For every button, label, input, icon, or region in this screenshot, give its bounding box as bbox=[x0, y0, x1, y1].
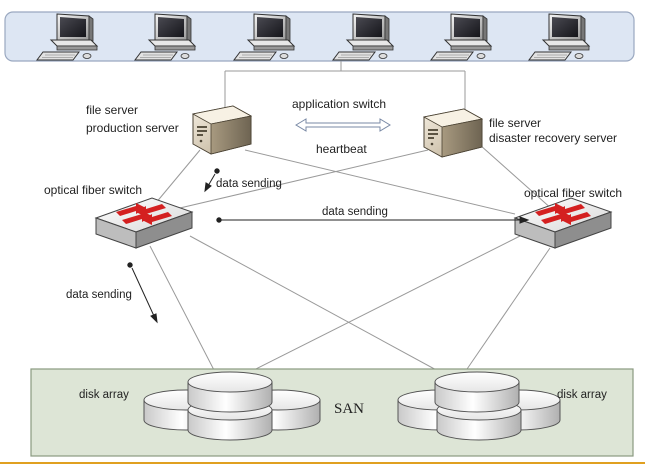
data-sending-middle-arrowhead bbox=[519, 216, 530, 224]
right-switch-to-left-disks bbox=[249, 235, 521, 373]
data-sending-left-origin bbox=[127, 262, 133, 268]
data-sending-middle-label: data sending bbox=[322, 206, 388, 218]
data-sending-middle-origin bbox=[216, 217, 222, 223]
disk-icon bbox=[434, 371, 520, 413]
dr-server-label-line2: disaster recovery server bbox=[489, 131, 618, 145]
disk-array-right-label: disk array bbox=[557, 389, 607, 401]
right-fiber-switch-icon bbox=[514, 197, 612, 249]
data-sending-top-arrowhead bbox=[204, 182, 212, 193]
right-switch-label: optical fiber switch bbox=[524, 186, 623, 200]
left-fiber-switch-icon bbox=[95, 197, 193, 249]
network-links bbox=[149, 61, 554, 373]
production-server-label-line1: file server bbox=[86, 103, 139, 117]
san-label: SAN bbox=[334, 401, 365, 417]
left-switch-label: optical fiber switch bbox=[44, 183, 143, 197]
production-server-icon bbox=[192, 105, 252, 155]
data-sending-top-origin bbox=[214, 168, 220, 174]
production-server-label-line2: production server bbox=[86, 121, 179, 135]
dr-server-icon bbox=[423, 108, 483, 158]
data-sending-left-label: data sending bbox=[66, 289, 132, 301]
right-switch-to-right-disks bbox=[464, 247, 551, 373]
left-switch-to-right-disks bbox=[189, 235, 441, 373]
application-switch-label: application switch bbox=[292, 97, 387, 111]
data-sending-top-label: data sending bbox=[216, 178, 282, 190]
heartbeat-label: heartbeat bbox=[316, 142, 367, 156]
disk-icon bbox=[187, 371, 273, 413]
data-sending-left-arrow bbox=[131, 267, 155, 317]
dr-server-label-line1: file server bbox=[489, 116, 542, 130]
application-switch-arrow bbox=[295, 118, 391, 132]
disk-array-left-label: disk array bbox=[79, 389, 129, 401]
prod-to-right-switch bbox=[244, 149, 516, 215]
dr-to-right-switch bbox=[479, 144, 554, 211]
data-sending-left-arrowhead bbox=[150, 313, 158, 324]
dr-to-left-switch bbox=[149, 149, 429, 216]
data-sending-top-arrow bbox=[207, 173, 216, 187]
left-switch-to-left-disks bbox=[149, 245, 216, 373]
data-sending-arrows bbox=[127, 168, 530, 324]
